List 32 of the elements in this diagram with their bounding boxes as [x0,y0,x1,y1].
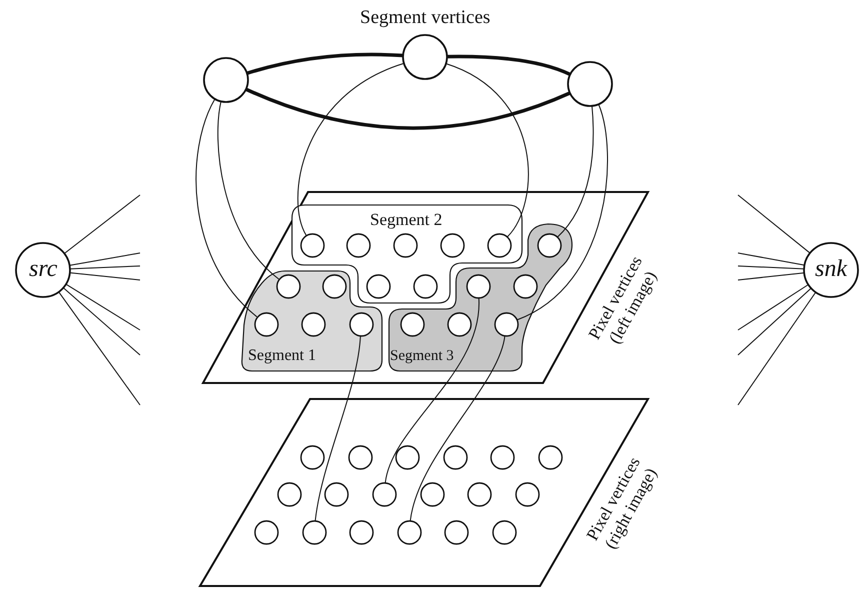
edge-line [64,194,140,254]
edge-line [446,54,571,76]
segment-label: Segment 3 [390,348,454,365]
edge-line [738,266,805,270]
edge-line [65,284,140,330]
edge-line [297,62,404,236]
edge-line [738,272,805,280]
edge-line [738,292,816,406]
edge-line [69,272,140,280]
edge-line [246,52,404,75]
edge-line [738,194,810,254]
edge-line [196,98,258,318]
edge-line [410,334,506,522]
segment-label: Segment 2 [370,210,442,230]
edge-line [556,105,594,238]
edge-line [62,287,140,356]
edge-line [245,88,571,130]
group-label: Segment vertices [360,7,490,29]
edge-line [738,288,812,356]
edge-line [69,266,140,270]
terminal-label: src [29,256,58,284]
edge-line [738,252,805,266]
edge-line [217,100,280,280]
terminal-label: snk [815,256,847,284]
edge-line [384,296,480,484]
edge-line [58,291,140,406]
edge-line [445,63,529,238]
edge-line [738,284,809,330]
edge-line [516,104,608,321]
edge-line [314,335,361,522]
edge-line [69,252,140,266]
segment-label: Segment 1 [248,347,316,366]
